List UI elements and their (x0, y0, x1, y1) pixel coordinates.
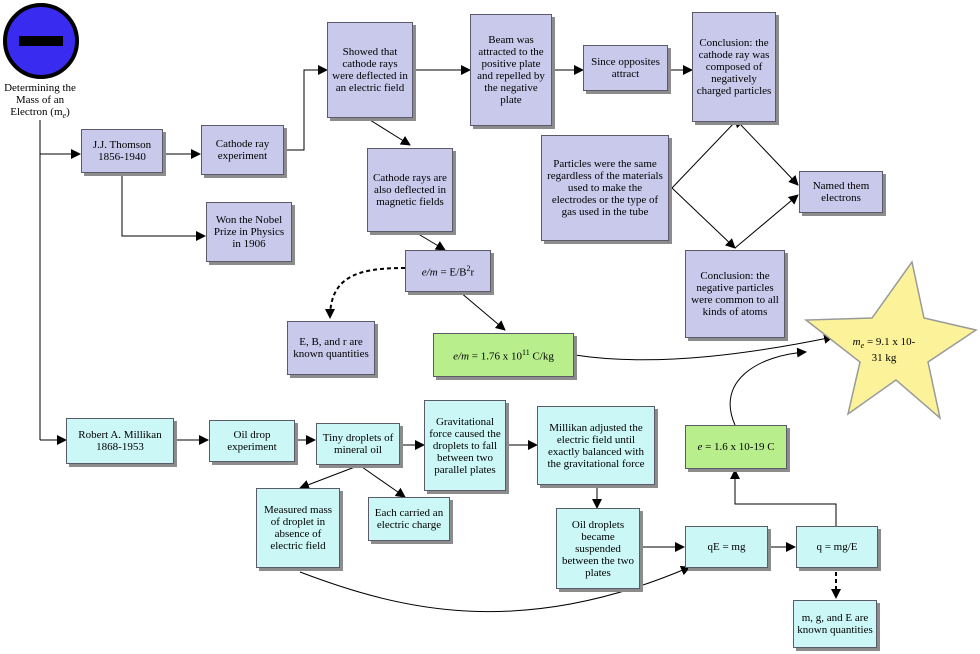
node-e-value: e = 1.6 x 10-19 C (685, 425, 787, 469)
node-cathode-ray-experiment: Cathode ray experiment (201, 125, 284, 175)
electron-minus-icon (3, 3, 79, 79)
node-millikan: Robert A. Millikan 1868-1953 (66, 418, 174, 464)
node-em-value: e/m = 1.76 x 1011 C/kg (433, 333, 574, 377)
node-deflected-magnetic: Cathode rays are also deflected in magne… (367, 148, 453, 232)
result-star (803, 260, 978, 421)
node-suspended: Oil droplets became suspended between th… (556, 508, 640, 589)
node-mge-known: m, g, and E are known quantities (793, 600, 877, 648)
node-measured-mass: Measured mass of droplet in absence of e… (256, 488, 340, 568)
node-particles-same: Particles were the same regardless of th… (541, 135, 669, 241)
node-gravitational: Gravitational force caused the droplets … (424, 400, 506, 491)
node-qe-mg: qE = mg (685, 526, 768, 568)
node-deflected-electric: Showed that cathode rays were deflected … (327, 22, 413, 118)
node-named-electrons: Named them electrons (799, 171, 883, 213)
node-ebr-known: E, B, and r are known quantities (287, 321, 375, 375)
node-em-formula: e/m = E/B2r (405, 250, 491, 292)
node-opposites-attract: Since opposites attract (583, 45, 668, 91)
electron-mass-result: me = 9.1 x 10-31 kg (852, 336, 916, 365)
node-beam-attracted: Beam was attracted to the positive plate… (470, 14, 552, 126)
node-adjusted-field: Millikan adjusted the electric field unt… (537, 406, 655, 485)
node-oil-drop: Oil drop experiment (209, 420, 295, 462)
node-jj-thomson: J.J. Thomson 1856-1940 (81, 129, 163, 173)
node-electric-charge: Each carried an electric charge (368, 497, 450, 541)
page-title: Determining the Mass of an Electron (me) (4, 82, 76, 121)
node-nobel-prize: Won the Nobel Prize in Physics in 1906 (206, 202, 292, 262)
node-q-mg-e: q = mg/E (796, 526, 878, 568)
node-tiny-droplets: Tiny droplets of mineral oil (316, 423, 400, 465)
node-conclusion-negative: Conclusion: the cathode ray was composed… (692, 12, 776, 122)
node-conclusion-common: Conclusion: the negative particles were … (685, 250, 785, 338)
